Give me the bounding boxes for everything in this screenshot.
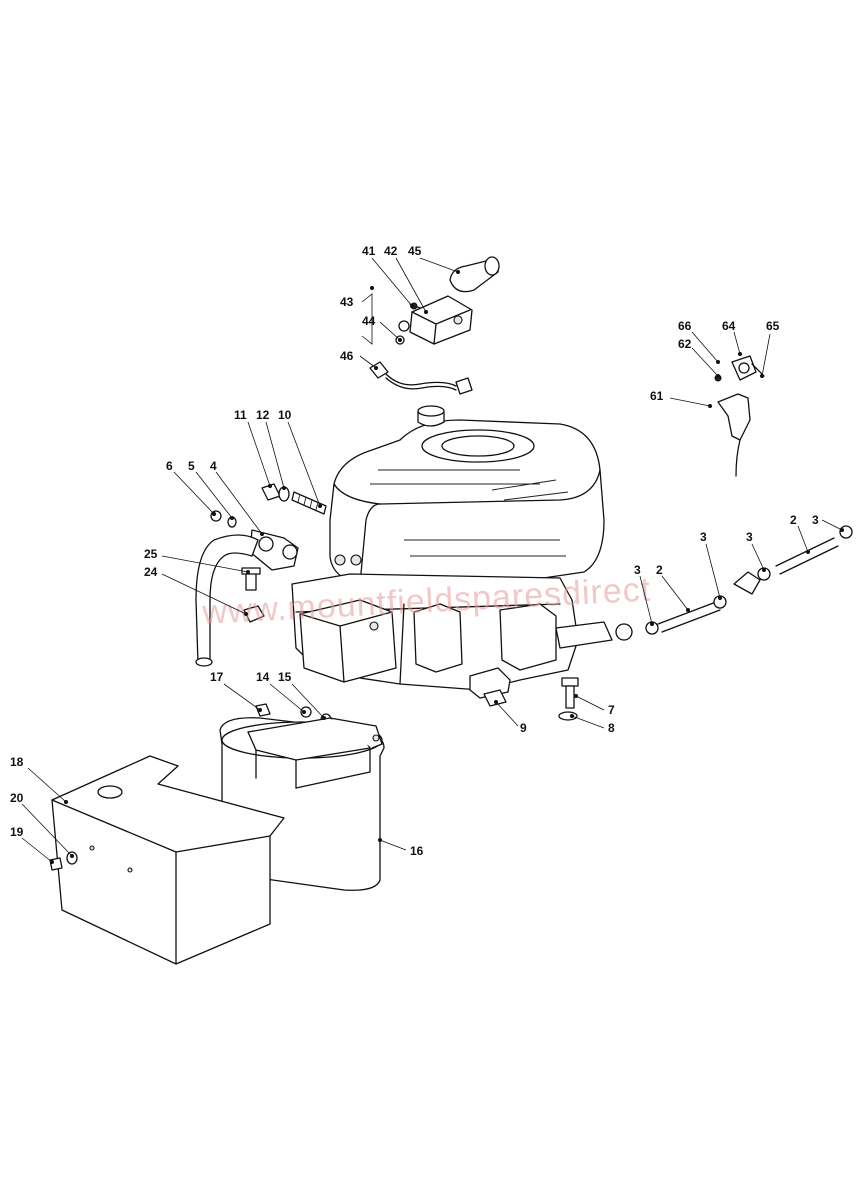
callout-25: 25 (144, 547, 158, 561)
callout-44: 44 (362, 314, 376, 328)
callout-24: 24 (144, 565, 158, 579)
callout-18: 18 (10, 755, 24, 769)
mount-bolts (483, 677, 579, 721)
callout-11: 11 (234, 408, 247, 422)
callout-6: 6 (166, 459, 173, 473)
callout-14: 14 (256, 670, 270, 684)
callout-43: 43 (340, 295, 354, 309)
throttle-control (714, 355, 765, 477)
leader-lines (21, 257, 844, 864)
callout-20: 20 (10, 791, 24, 805)
callout-3-a: 3 (634, 563, 641, 577)
callout-61: 61 (650, 389, 664, 403)
callout-64: 64 (722, 319, 736, 333)
callout-41: 41 (362, 244, 376, 258)
engine-block (291, 405, 633, 699)
callout-3-d: 3 (812, 513, 819, 527)
callout-62: 62 (678, 337, 692, 351)
callout-9: 9 (520, 721, 527, 735)
callout-3-c: 3 (746, 530, 753, 544)
callout-65: 65 (766, 319, 780, 333)
callout-42: 42 (384, 244, 398, 258)
callout-7: 7 (608, 703, 615, 717)
callout-4: 4 (210, 459, 217, 473)
callout-66: 66 (678, 319, 692, 333)
callout-17: 17 (210, 670, 224, 684)
callout-2-b: 2 (790, 513, 797, 527)
fuel-lines (645, 525, 853, 635)
callout-15: 15 (278, 670, 292, 684)
callout-10: 10 (278, 408, 292, 422)
exhaust-pipe (195, 510, 299, 667)
wire-harness (369, 361, 473, 395)
callout-8: 8 (608, 721, 615, 735)
callout-19: 19 (10, 825, 24, 839)
stud-spacer-nut (261, 483, 327, 515)
callout-12: 12 (256, 408, 270, 422)
callout-45: 45 (408, 244, 422, 258)
callout-16: 16 (410, 844, 424, 858)
callout-labels: 41 42 45 43 44 46 66 64 65 62 61 11 12 1… (10, 244, 819, 858)
callout-3-b: 3 (700, 530, 707, 544)
callout-5: 5 (188, 459, 195, 473)
callout-2-a: 2 (656, 563, 663, 577)
callout-46: 46 (340, 349, 354, 363)
starter-solenoid-assembly (395, 256, 500, 345)
